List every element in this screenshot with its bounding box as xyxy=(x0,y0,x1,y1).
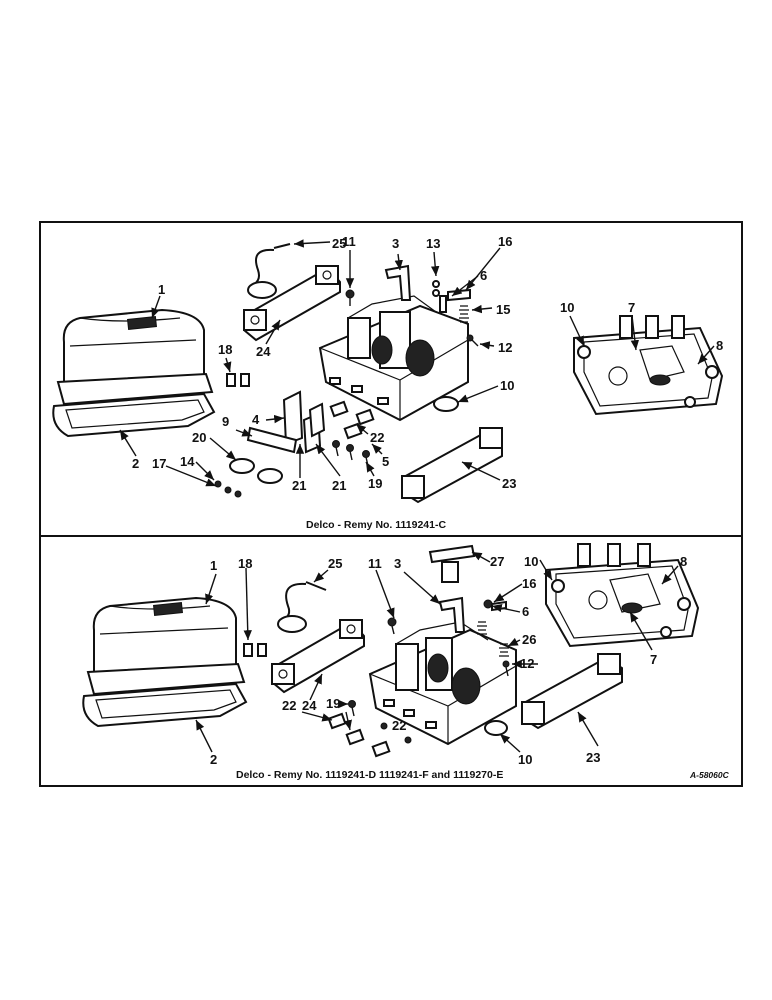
cover-illustration-2 xyxy=(86,596,246,696)
callout-10b: 10 xyxy=(500,378,514,393)
contact-arm-illustration-2 xyxy=(428,544,476,633)
reference-code: A-58060C xyxy=(689,770,730,780)
callout-17: 17 xyxy=(152,456,166,471)
callout-18: 18 xyxy=(218,342,232,357)
callout-1: 1 xyxy=(210,558,217,573)
callout-27: 27 xyxy=(490,554,504,569)
callout-23: 23 xyxy=(502,476,516,491)
callout-4: 4 xyxy=(252,412,260,427)
callout-6: 6 xyxy=(480,268,487,283)
lead-wire-illustration-2 xyxy=(277,581,327,633)
callout-18: 18 xyxy=(238,556,252,571)
callout-15: 15 xyxy=(496,302,510,317)
assembled-view-illustration-2 xyxy=(545,543,700,648)
callout-14: 14 xyxy=(180,454,195,469)
lower-strap-illustration-2 xyxy=(521,653,623,730)
callout-leaders xyxy=(119,239,715,487)
lower-strap-illustration xyxy=(401,427,503,504)
callout-labels: 1 2 3 4 5 6 7 8 9 10 10 11 12 13 14 15 1… xyxy=(132,234,723,493)
callout-24: 24 xyxy=(256,344,271,359)
bolts-illustration xyxy=(226,373,250,387)
callout-5: 5 xyxy=(382,454,389,469)
callout-19: 19 xyxy=(326,696,340,711)
terminal-strap-illustration xyxy=(243,265,341,342)
gasket-illustration xyxy=(52,392,216,438)
callout-3: 3 xyxy=(394,556,401,571)
top-panel-caption: Delco - Remy No. 1119241-C xyxy=(306,519,446,531)
callout-10b: 10 xyxy=(518,752,532,767)
callout-22a: 22 xyxy=(282,698,296,713)
callout-7: 7 xyxy=(628,300,635,315)
callout-6: 6 xyxy=(522,604,529,619)
bottom-panel: 1 2 3 6 7 8 10 10 11 12 16 18 19 22 22 2… xyxy=(82,543,730,781)
screws-illustration xyxy=(332,440,370,467)
callout-13: 13 xyxy=(426,236,440,251)
callout-1: 1 xyxy=(158,282,165,297)
callout-12: 12 xyxy=(520,656,534,671)
callout-23: 23 xyxy=(586,750,600,765)
callout-10a: 10 xyxy=(524,554,538,569)
callout-20: 20 xyxy=(192,430,206,445)
callout-3: 3 xyxy=(392,236,399,251)
callout-10a: 10 xyxy=(560,300,574,315)
gasket-illustration-2 xyxy=(82,682,248,728)
callout-21a: 21 xyxy=(292,478,306,493)
callout-24: 24 xyxy=(302,698,317,713)
assembled-view-illustration xyxy=(573,315,724,416)
insulator-illustration xyxy=(214,426,298,498)
callout-2: 2 xyxy=(210,752,217,767)
callout-22b: 22 xyxy=(392,718,406,733)
callout-9: 9 xyxy=(222,414,229,429)
nuts-illustration-2 xyxy=(327,700,412,758)
callout-19: 19 xyxy=(368,476,382,491)
callout-labels-2: 1 2 3 6 7 8 10 10 11 12 16 18 19 22 22 2… xyxy=(210,554,687,767)
callout-16: 16 xyxy=(522,576,536,591)
diagram-frame xyxy=(39,221,743,787)
lead-wire-illustration xyxy=(247,243,291,299)
cover-illustration xyxy=(56,308,214,406)
callout-12: 12 xyxy=(498,340,512,355)
terminal-strap-illustration-2 xyxy=(271,619,365,694)
callout-16: 16 xyxy=(498,234,512,249)
callout-7: 7 xyxy=(650,652,657,667)
bolts-illustration-2 xyxy=(243,643,267,657)
callout-2: 2 xyxy=(132,456,139,471)
callout-leaders-2 xyxy=(195,551,679,753)
callout-25: 25 xyxy=(332,236,346,251)
callout-26: 26 xyxy=(522,632,536,647)
callout-22: 22 xyxy=(370,430,384,445)
regulator-body-illustration-2 xyxy=(368,621,517,746)
regulator-body-illustration xyxy=(318,295,469,422)
callout-8: 8 xyxy=(716,338,723,353)
callout-11: 11 xyxy=(368,556,382,571)
top-panel: 1 2 3 4 5 6 7 8 9 10 10 11 12 13 14 15 1… xyxy=(52,234,724,531)
callout-21b: 21 xyxy=(332,478,346,493)
bottom-panel-caption: Delco - Remy No. 1119241-D 1119241-F and… xyxy=(236,769,503,781)
contact-arm-illustration xyxy=(384,264,412,301)
callout-11: 11 xyxy=(342,234,356,249)
clips-illustration xyxy=(282,390,326,454)
callout-25: 25 xyxy=(328,556,342,571)
callout-8: 8 xyxy=(680,554,687,569)
